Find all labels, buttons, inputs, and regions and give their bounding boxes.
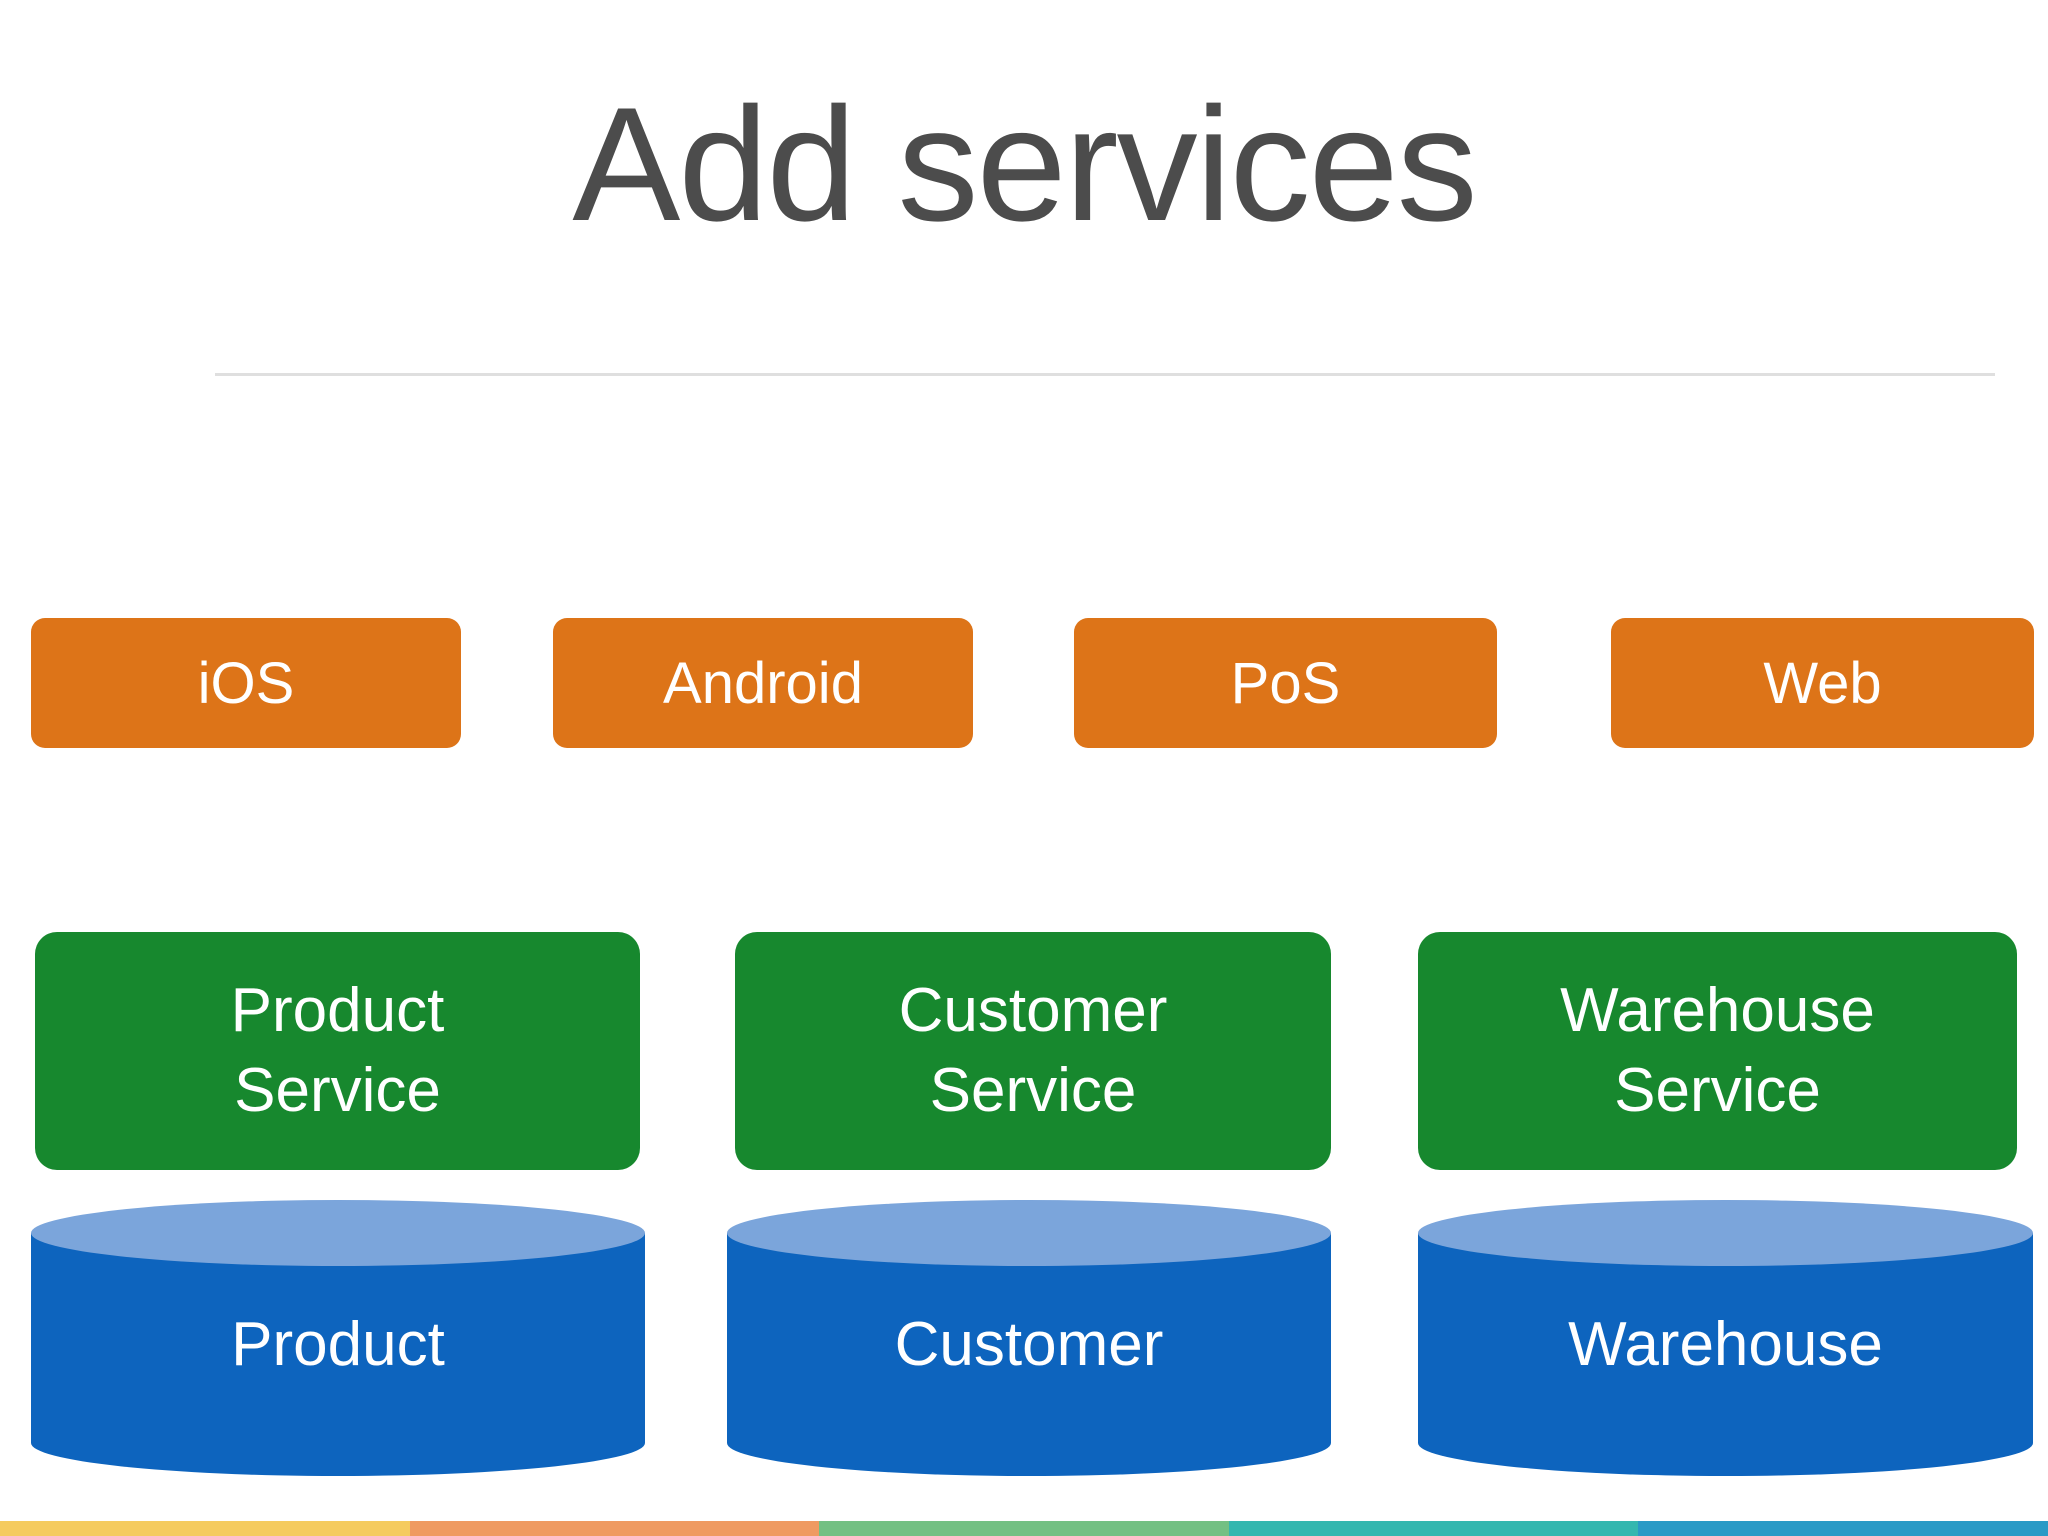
database-cylinder-body xyxy=(727,1233,1331,1476)
service-box-warehouse: Warehouse Service xyxy=(1418,932,2017,1170)
database-cylinder-top xyxy=(727,1200,1331,1266)
client-box-pos: PoS xyxy=(1074,618,1497,748)
footer-segment-teal xyxy=(1228,1521,1639,1536)
client-box-web: Web xyxy=(1611,618,2034,748)
database-customer-label: Customer xyxy=(894,1310,1164,1379)
title-divider xyxy=(215,373,1995,376)
database-cylinder-icon xyxy=(31,1200,645,1476)
database-cylinder-icon xyxy=(1418,1200,2033,1476)
client-box-android: Android xyxy=(553,618,973,748)
client-box-pos-label: PoS xyxy=(1230,650,1341,716)
footer-segment-green xyxy=(819,1521,1229,1536)
client-box-android-label: Android xyxy=(663,650,863,716)
database-cylinder-body xyxy=(1418,1233,2033,1476)
database-cylinder-product: Product xyxy=(31,1200,645,1476)
database-cylinder-warehouse: Warehouse xyxy=(1418,1200,2033,1476)
footer-segment-blue xyxy=(1638,1521,2048,1536)
service-box-product-label-line2: Service xyxy=(234,1056,441,1125)
footer-segment-orange xyxy=(409,1521,820,1536)
service-box-customer-label-line2: Service xyxy=(929,1056,1137,1125)
service-box-product-label-line1: Product xyxy=(230,976,445,1045)
service-box-product: Product Service xyxy=(35,932,640,1170)
database-cylinder-icon xyxy=(727,1200,1331,1476)
footer-segment-yellow xyxy=(0,1521,410,1536)
database-cylinder-customer: Customer xyxy=(727,1200,1331,1476)
database-product-label: Product xyxy=(231,1310,445,1379)
service-box-warehouse-label-line2: Service xyxy=(1614,1056,1821,1125)
page-title: Add services xyxy=(572,74,1477,255)
database-cylinder-top xyxy=(31,1200,645,1266)
service-box-customer: Customer Service xyxy=(735,932,1331,1170)
database-warehouse-label: Warehouse xyxy=(1568,1310,1883,1379)
service-box-warehouse-label-line1: Warehouse xyxy=(1560,976,1875,1045)
client-box-ios: iOS xyxy=(31,618,461,748)
footer-color-bar xyxy=(0,1521,2048,1536)
client-box-ios-label: iOS xyxy=(197,650,295,716)
database-cylinder-top xyxy=(1418,1200,2033,1266)
service-box-customer-label-line1: Customer xyxy=(898,976,1168,1045)
client-box-web-label: Web xyxy=(1763,650,1882,716)
database-cylinder-body xyxy=(31,1233,645,1476)
